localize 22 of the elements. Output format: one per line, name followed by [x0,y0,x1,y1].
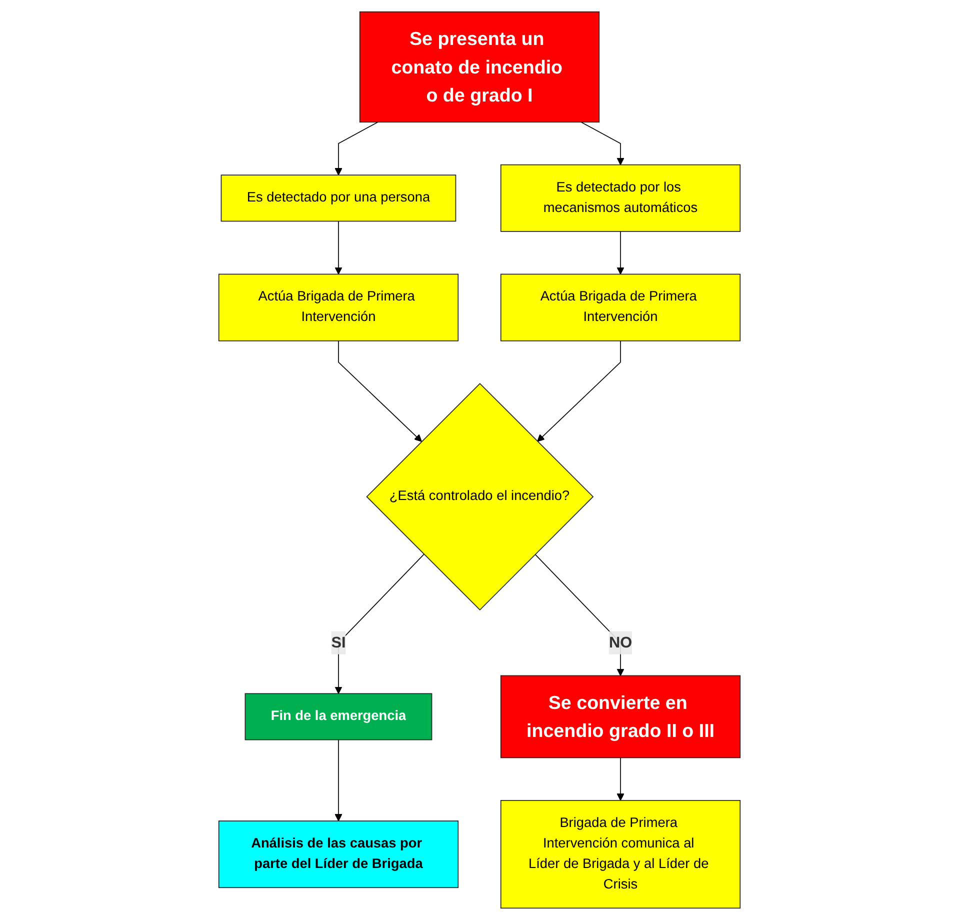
node-box: Es detectado por una persona [220,174,456,222]
arrow [334,220,342,275]
node-box: Brigada de Primera Intervención comunica al Líder de Brigada y al Líder de Crisis [500,800,741,909]
edge-label: NO [608,634,632,651]
arrow [334,122,378,176]
arrow [534,554,624,676]
node-diamond: ¿Está controlado el incendio? [366,383,594,610]
node-box: Análisis de las causas por parte del Líder de Brigada [218,820,459,888]
arrow [334,554,424,694]
node-box: Actúa Brigada de Primera Intervención [218,274,459,342]
arrow [616,231,624,275]
node-box: Actúa Brigada de Primera Intervención [500,274,741,342]
edge-label: SI [331,634,346,651]
node-box: Es detectado por los mecanismos automáticos [500,164,741,232]
arrow [616,757,624,801]
node-box: Se presenta un conato de incendio o de grado I [359,11,600,123]
arrow [334,739,342,822]
arrow [580,122,624,166]
arrow [338,340,422,442]
arrow [537,340,621,442]
node-box: Se convierte en incendio grado II o III [500,675,741,758]
node-box: Fin de la emergencia [244,693,432,740]
